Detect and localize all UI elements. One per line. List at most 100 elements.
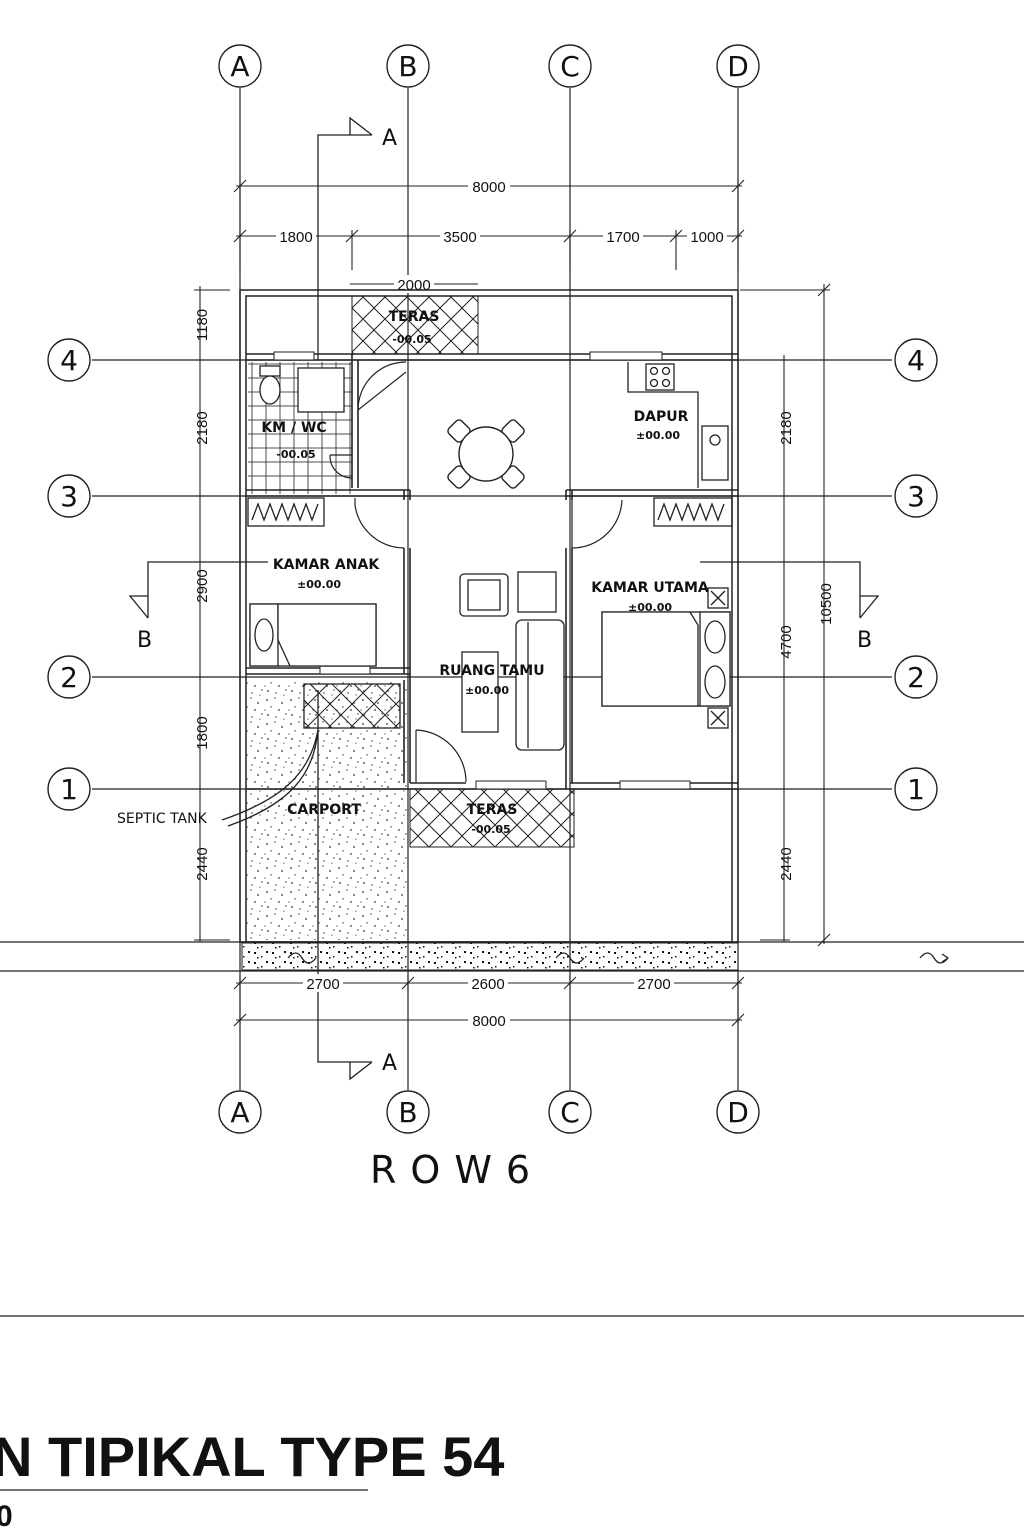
svg-text:±00.00: ±00.00 [636,429,680,442]
svg-text:KAMAR UTAMA: KAMAR UTAMA [591,580,709,596]
dining-table-icon [447,419,525,489]
kitchen-counter [627,362,729,488]
svg-text:A: A [382,1051,397,1076]
dim-left-2: 2180 [194,411,211,444]
grid-bubble-right-3: 3 [894,474,938,518]
svg-text:-00.05: -00.05 [276,448,315,461]
front-terrace-floor [409,788,575,848]
dim-bottom-1: 2700 [306,976,339,993]
svg-text:B: B [398,50,417,83]
grid-bubble-top-c: C [548,44,592,88]
svg-text:TERAS: TERAS [389,309,440,325]
section-mark-b-right: B [700,561,880,653]
svg-text:KM / WC: KM / WC [261,420,326,436]
svg-text:1: 1 [907,773,925,806]
svg-text:3: 3 [907,480,925,513]
road-lines [0,941,1024,972]
room-label-teras-back: TERAS -00.05 [389,309,440,346]
grid-bubble-right-4: 4 [894,338,938,382]
room-label-teras-front: TERAS -00.05 [467,802,518,836]
living-room-furniture [459,571,565,751]
drawing-title: N TIPIKAL TYPE 54 [0,1425,505,1488]
grid-bubble-right-1: 1 [894,767,938,811]
grid-bubble-left-3: 3 [47,474,91,518]
septic-tank-box [221,683,401,827]
row-label: ROW6 [370,1148,544,1192]
dim-left-4: 1800 [194,716,211,749]
dimension-labels: 8000 1800 3500 1700 1000 2000 2700 2600 … [194,177,835,1030]
svg-text:4: 4 [907,344,925,377]
grid-bubble-right-2: 2 [894,655,938,699]
svg-text:±00.00: ±00.00 [297,578,341,591]
windows [273,351,691,790]
grid-bubble-bottom-a: A [218,1090,262,1134]
room-label-kamar-anak: KAMAR ANAK ±00.00 [273,557,380,591]
master-bed-icon [601,587,731,729]
dim-top-2: 3500 [443,229,476,246]
dim-bottom-3: 2700 [637,976,670,993]
svg-text:A: A [382,126,397,151]
dim-right-3: 2440 [778,847,795,880]
road-strip [241,942,739,971]
dim-bottom-2: 2600 [471,976,504,993]
kid-bed-icon [249,603,377,667]
svg-text:-00.05: -00.05 [392,333,431,346]
dim-right-2: 4700 [778,625,795,658]
svg-text:CARPORT: CARPORT [287,802,361,818]
svg-text:2: 2 [60,661,78,694]
room-label-dapur: DAPUR ±00.00 [634,409,689,442]
svg-text:1: 1 [60,773,78,806]
svg-text:B: B [398,1096,417,1129]
drawing-subtitle: 0 [0,1500,13,1533]
dim-total-depth: 10500 [818,583,835,625]
svg-text:B: B [857,628,872,653]
svg-text:3: 3 [60,480,78,513]
back-terrace-floor [351,295,479,355]
grid-bubble-left-4: 4 [47,338,91,382]
svg-text:-00.05: -00.05 [471,823,510,836]
grid-bubble-top-b: B [386,44,430,88]
room-label-carport: CARPORT [287,802,361,818]
wardrobe-left [247,497,325,527]
septic-tank-label: SEPTIC TANK [117,811,208,827]
grid-bubble-bottom-b: B [386,1090,430,1134]
grid-bubble-top-d: D [716,44,760,88]
svg-text:2: 2 [907,661,925,694]
dim-total-width-top: 8000 [472,179,505,196]
dim-top-3: 1700 [606,229,639,246]
grid-bubble-top-a: A [218,44,262,88]
dim-left-5: 2440 [194,847,211,880]
svg-text:A: A [230,1096,249,1129]
svg-text:DAPUR: DAPUR [634,409,689,425]
section-mark-a-top: A [317,116,397,360]
grid-bubble-left-2: 2 [47,655,91,699]
svg-text:B: B [137,628,152,653]
svg-text:A: A [230,50,249,83]
shower-icon [297,367,345,413]
room-label-ruang-tamu: RUANG TAMU ±00.00 [439,663,544,697]
dim-top-4: 1000 [690,229,723,246]
dim-top-1: 1800 [279,229,312,246]
dim-left-1: 1180 [194,309,211,341]
dim-right-1: 2180 [778,411,795,444]
grid-bubble-bottom-c: C [548,1090,592,1134]
svg-text:RUANG TAMU: RUANG TAMU [439,663,544,679]
dim-left-3: 2900 [194,569,211,602]
svg-text:C: C [560,1096,580,1129]
svg-text:KAMAR ANAK: KAMAR ANAK [273,557,380,573]
svg-text:±00.00: ±00.00 [628,601,672,614]
toilet-icon [259,365,281,405]
wardrobe-right [653,497,733,527]
dim-terrace-width: 2000 [397,277,430,294]
svg-text:C: C [560,50,580,83]
svg-text:4: 4 [60,344,78,377]
dim-total-width-bottom: 8000 [472,1013,505,1030]
grid-bubble-left-1: 1 [47,767,91,811]
svg-text:TERAS: TERAS [467,802,518,818]
svg-text:±00.00: ±00.00 [465,684,509,697]
section-mark-b-left: B [128,561,268,653]
doors [329,361,623,783]
svg-text:D: D [727,50,749,83]
room-label-km-wc: KM / WC -00.05 [261,420,326,461]
